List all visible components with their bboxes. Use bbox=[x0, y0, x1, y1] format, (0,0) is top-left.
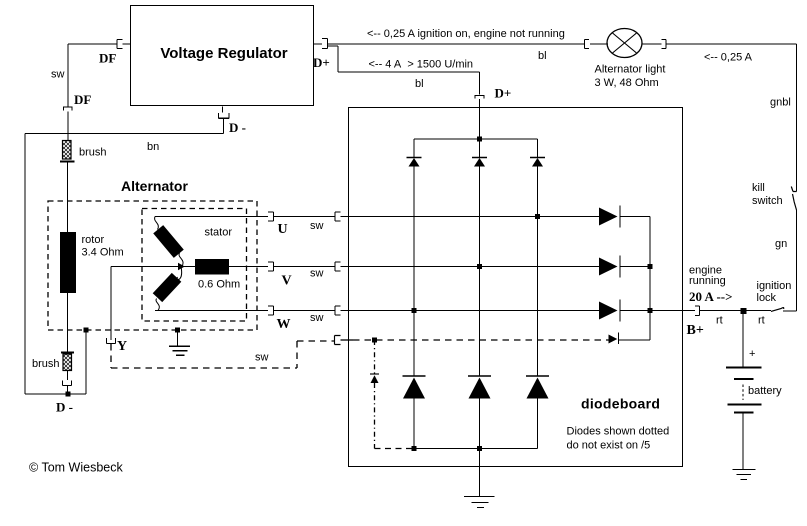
svg-text:gnbl: gnbl bbox=[770, 97, 791, 109]
svg-text:engine: engine bbox=[689, 265, 722, 277]
svg-text:rotor: rotor bbox=[82, 234, 105, 246]
svg-text:gn: gn bbox=[775, 238, 787, 250]
svg-text:sw: sw bbox=[255, 352, 269, 364]
svg-text:battery: battery bbox=[748, 385, 782, 397]
svg-text:running: running bbox=[689, 275, 726, 287]
svg-text:<-- 0,25 A ignition on, engine: <-- 0,25 A ignition on, engine not runni… bbox=[367, 28, 565, 40]
svg-text:lock: lock bbox=[757, 292, 777, 304]
svg-text:0.6 Ohm: 0.6 Ohm bbox=[198, 279, 240, 291]
svg-text:20 A -->: 20 A --> bbox=[689, 289, 733, 304]
svg-text:DF: DF bbox=[99, 51, 116, 66]
svg-text:<-- 0,25 A: <-- 0,25 A bbox=[704, 52, 753, 64]
svg-text:B+: B+ bbox=[687, 323, 704, 338]
svg-text:do not exist on /5: do not exist on /5 bbox=[567, 440, 651, 452]
svg-text:bl: bl bbox=[538, 50, 547, 62]
svg-text:D -: D - bbox=[56, 400, 73, 415]
svg-text:© Tom Wiesbeck: © Tom Wiesbeck bbox=[29, 461, 123, 475]
svg-text:ignition: ignition bbox=[757, 280, 792, 292]
svg-text:V: V bbox=[282, 274, 292, 289]
svg-text:kill: kill bbox=[752, 182, 765, 194]
svg-text:bn: bn bbox=[147, 141, 159, 153]
svg-text:3 W, 48 Ohm: 3 W, 48 Ohm bbox=[595, 77, 659, 89]
svg-text:brush: brush bbox=[79, 147, 107, 159]
svg-text:Alternator light: Alternator light bbox=[595, 64, 666, 76]
svg-text:stator: stator bbox=[205, 227, 233, 239]
svg-text:rt: rt bbox=[758, 315, 765, 327]
svg-text:Diodes shown dotted: Diodes shown dotted bbox=[567, 426, 670, 438]
svg-text:bl: bl bbox=[415, 78, 424, 90]
svg-text:sw: sw bbox=[51, 69, 65, 81]
svg-text:D -: D - bbox=[229, 120, 246, 135]
svg-text:Alternator: Alternator bbox=[121, 178, 188, 194]
svg-text:sw: sw bbox=[310, 268, 324, 280]
svg-text:3.4 Ohm: 3.4 Ohm bbox=[82, 247, 124, 259]
svg-text:Y: Y bbox=[117, 339, 127, 354]
svg-text:DF: DF bbox=[74, 92, 91, 107]
svg-text:D+: D+ bbox=[313, 55, 330, 70]
svg-text:brush: brush bbox=[32, 358, 60, 370]
svg-text:U: U bbox=[278, 222, 288, 237]
svg-text:sw: sw bbox=[310, 312, 324, 324]
svg-text:D+: D+ bbox=[495, 86, 512, 101]
svg-text:switch: switch bbox=[752, 195, 783, 207]
svg-text:+: + bbox=[749, 348, 755, 360]
svg-text:<-- 4 A > 1500 U/min: <-- 4 A > 1500 U/min bbox=[369, 59, 474, 71]
svg-text:W: W bbox=[277, 317, 291, 332]
svg-text:Voltage Regulator: Voltage Regulator bbox=[160, 45, 287, 62]
svg-text:rt: rt bbox=[716, 315, 723, 327]
svg-text:diodeboard: diodeboard bbox=[581, 396, 660, 412]
svg-text:sw: sw bbox=[310, 220, 324, 232]
